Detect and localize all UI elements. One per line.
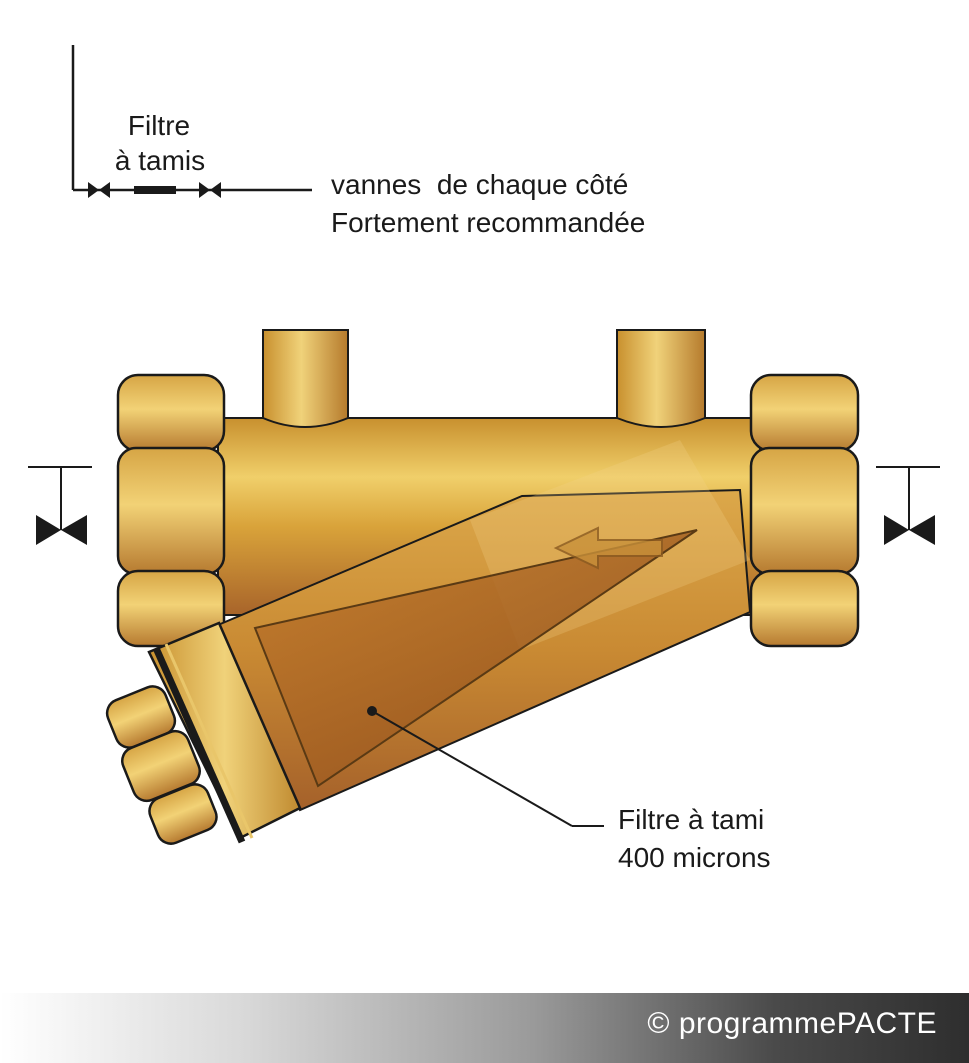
strainer-body bbox=[105, 329, 860, 845]
valve-symbol-left bbox=[88, 182, 110, 198]
valve-symbol-inlet bbox=[28, 466, 92, 545]
flow-arrow bbox=[553, 526, 663, 570]
note-line1: vannes de chaque côté bbox=[331, 169, 628, 200]
copyright-text: © programmePACTE bbox=[647, 1007, 937, 1040]
strainer-symbol bbox=[134, 186, 176, 194]
strainer-cap bbox=[105, 621, 302, 845]
filter-screen bbox=[253, 529, 698, 788]
callout-leader bbox=[367, 706, 604, 827]
footer-bar: © programmePACTE bbox=[0, 993, 969, 1063]
pipe-schematic bbox=[71, 45, 312, 198]
valve-symbol-right bbox=[199, 182, 221, 198]
left-nut bbox=[116, 373, 226, 648]
valve-symbol-outlet bbox=[876, 466, 940, 545]
filter-label-line1: Filtre bbox=[128, 110, 190, 141]
callout-line1: Filtre à tami bbox=[618, 804, 764, 835]
note-line2: Fortement recommandée bbox=[331, 207, 645, 238]
filter-label-line2: à tamis bbox=[115, 145, 205, 176]
right-nut bbox=[749, 373, 860, 648]
callout-line2: 400 microns bbox=[618, 842, 771, 873]
